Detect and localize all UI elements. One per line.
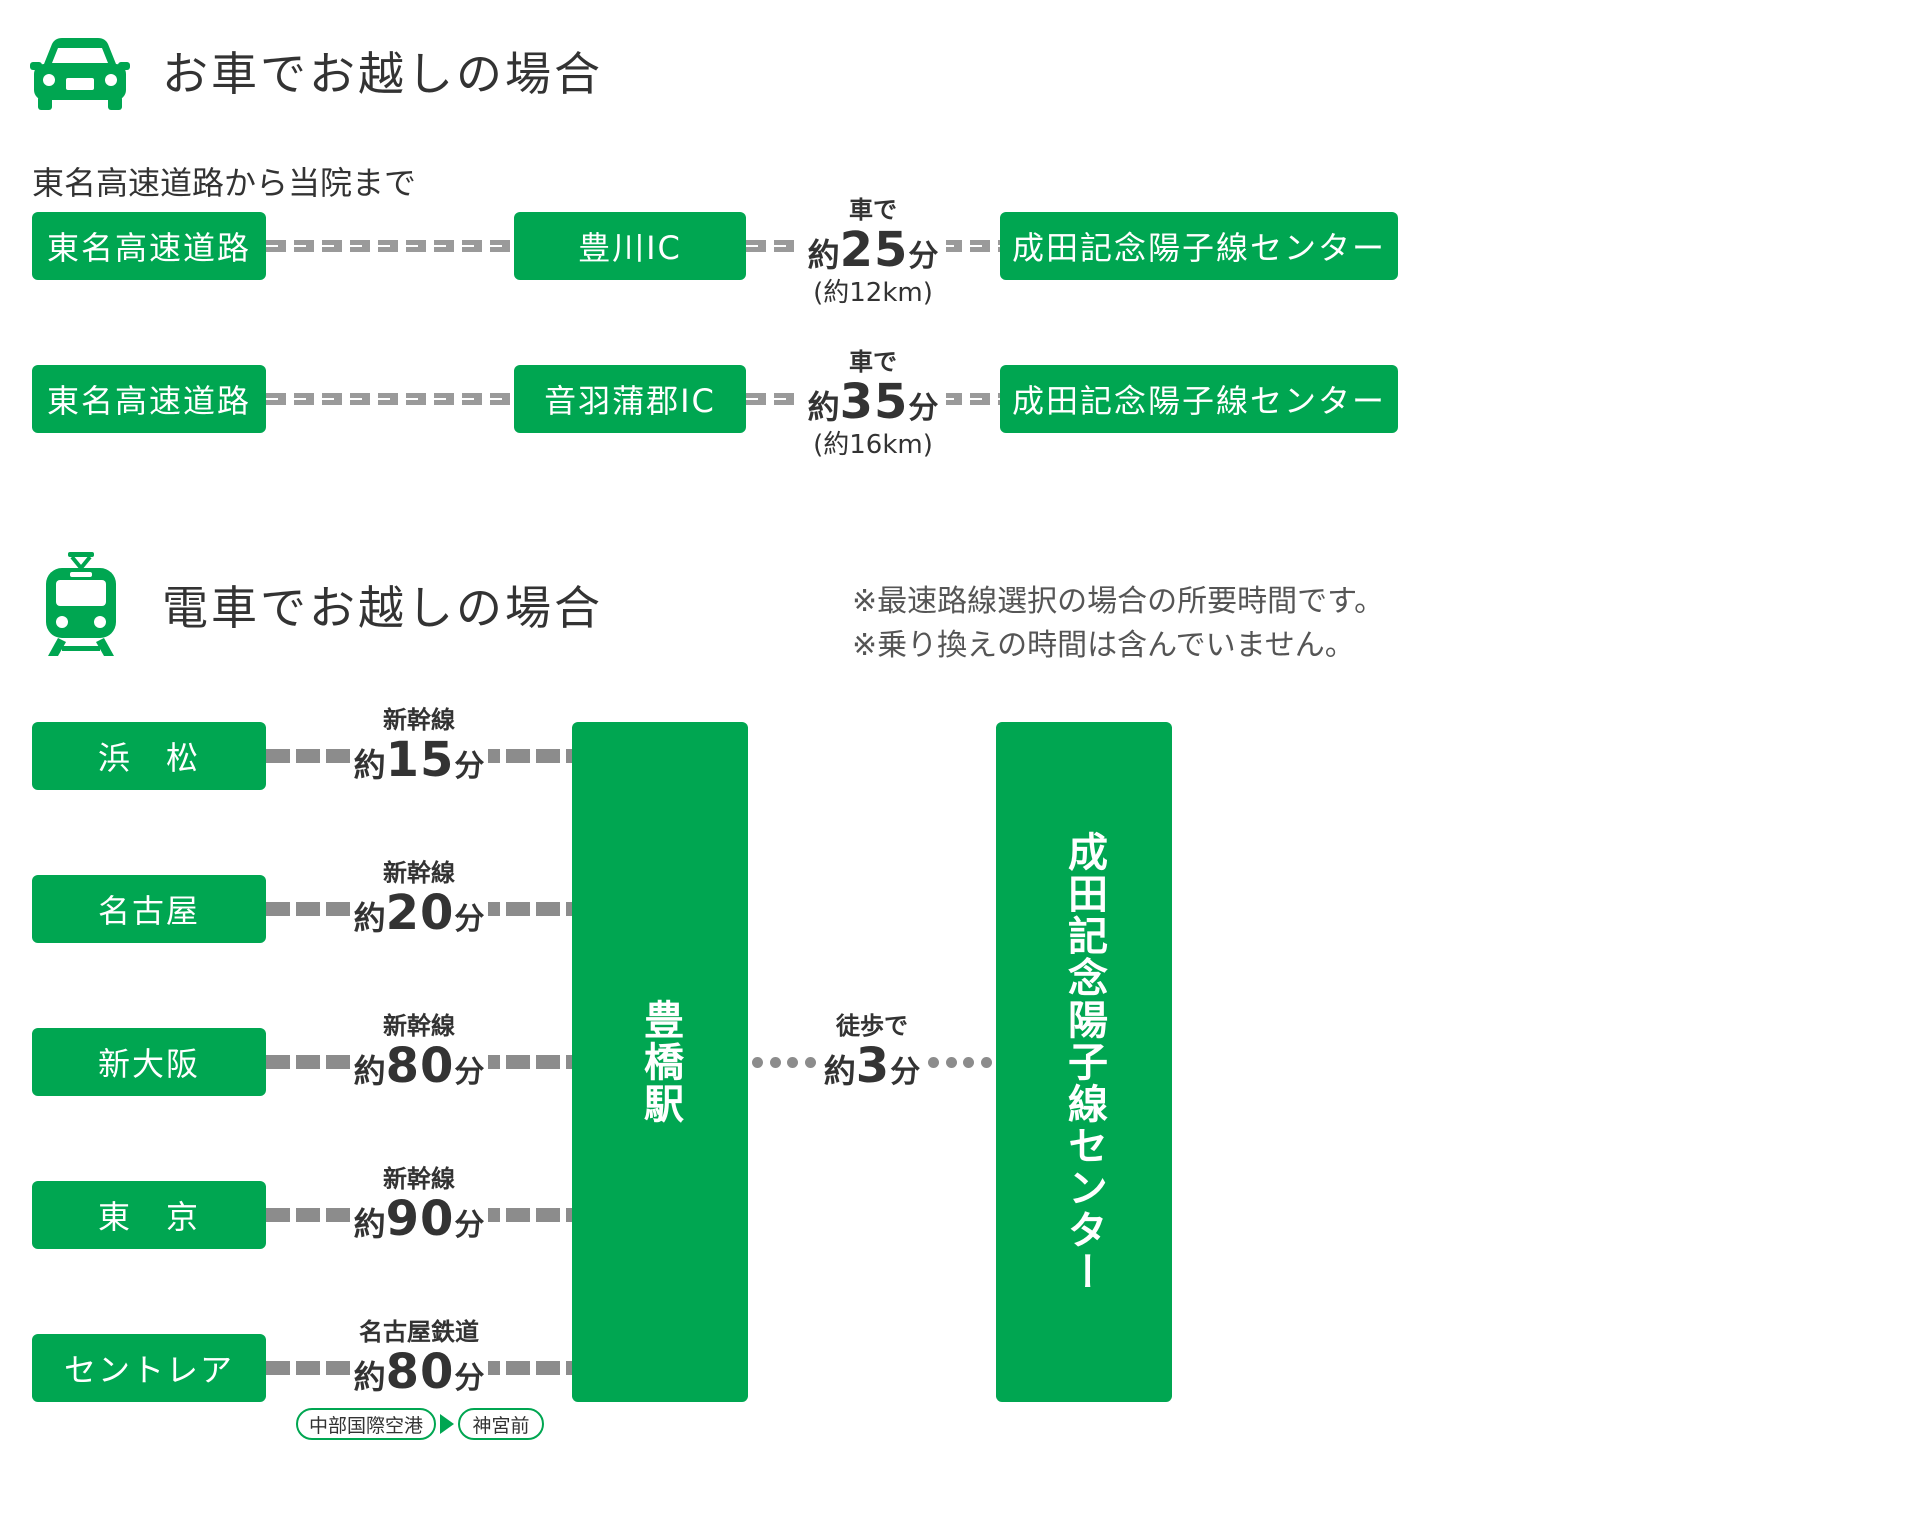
route-exit-box: 音羽蒲郡IC bbox=[514, 365, 746, 433]
rail-time-label: 新幹線 約80分 bbox=[350, 1014, 488, 1090]
route-start-box: 東名高速道路 bbox=[32, 212, 266, 280]
rail-time-label: 新幹線 約15分 bbox=[350, 708, 488, 784]
route-destination-box: 成田記念陽子線センター bbox=[1000, 212, 1398, 280]
train-note: ※最速路線選択の場合の所要時間です。 bbox=[852, 584, 1385, 619]
walking-path-right bbox=[928, 1056, 992, 1068]
train-section-title: 電車でお越しの場合 bbox=[162, 581, 603, 635]
destination-label: 成田記念陽子線センター bbox=[1061, 831, 1107, 1293]
rail-time-label: 新幹線 約20分 bbox=[350, 861, 488, 937]
route-start-box: 東名高速道路 bbox=[32, 365, 266, 433]
origin-station-box: 東 京 bbox=[32, 1181, 266, 1249]
origin-station-box: 名古屋 bbox=[32, 875, 266, 943]
origin-station-box: セントレア bbox=[32, 1334, 266, 1402]
hub-station-box: 豊橋駅 bbox=[572, 722, 748, 1402]
rail-time-label: 名古屋鉄道 約80分 bbox=[350, 1320, 488, 1396]
route-time-label: 車で 約25分 (約12km) bbox=[800, 198, 946, 306]
transfer-from-pill: 中部国際空港 bbox=[296, 1408, 436, 1440]
origin-station-box: 新大阪 bbox=[32, 1028, 266, 1096]
arrow-right-icon bbox=[440, 1414, 454, 1434]
highway-line bbox=[266, 393, 514, 405]
walk-time-label: 徒歩で 約3分 bbox=[818, 1014, 926, 1090]
train-icon bbox=[42, 552, 120, 656]
route-exit-box: 豊川IC bbox=[514, 212, 746, 280]
car-icon bbox=[30, 36, 130, 112]
route-time-label: 車で 約35分 (約16km) bbox=[800, 350, 946, 458]
train-note: ※乗り換えの時間は含んでいません。 bbox=[852, 628, 1355, 663]
walking-path-left bbox=[752, 1056, 816, 1068]
highway-line bbox=[266, 240, 514, 252]
destination-box: 成田記念陽子線センター bbox=[996, 722, 1172, 1402]
car-section-subtitle: 東名高速道路から当院まで bbox=[32, 164, 417, 202]
hub-station-label: 豊橋駅 bbox=[637, 999, 683, 1125]
origin-station-box: 浜 松 bbox=[32, 722, 266, 790]
car-section-title: お車でお越しの場合 bbox=[162, 47, 603, 101]
route-destination-box: 成田記念陽子線センター bbox=[1000, 365, 1398, 433]
rail-time-label: 新幹線 約90分 bbox=[350, 1167, 488, 1243]
transfer-to-pill: 神宮前 bbox=[458, 1408, 544, 1440]
